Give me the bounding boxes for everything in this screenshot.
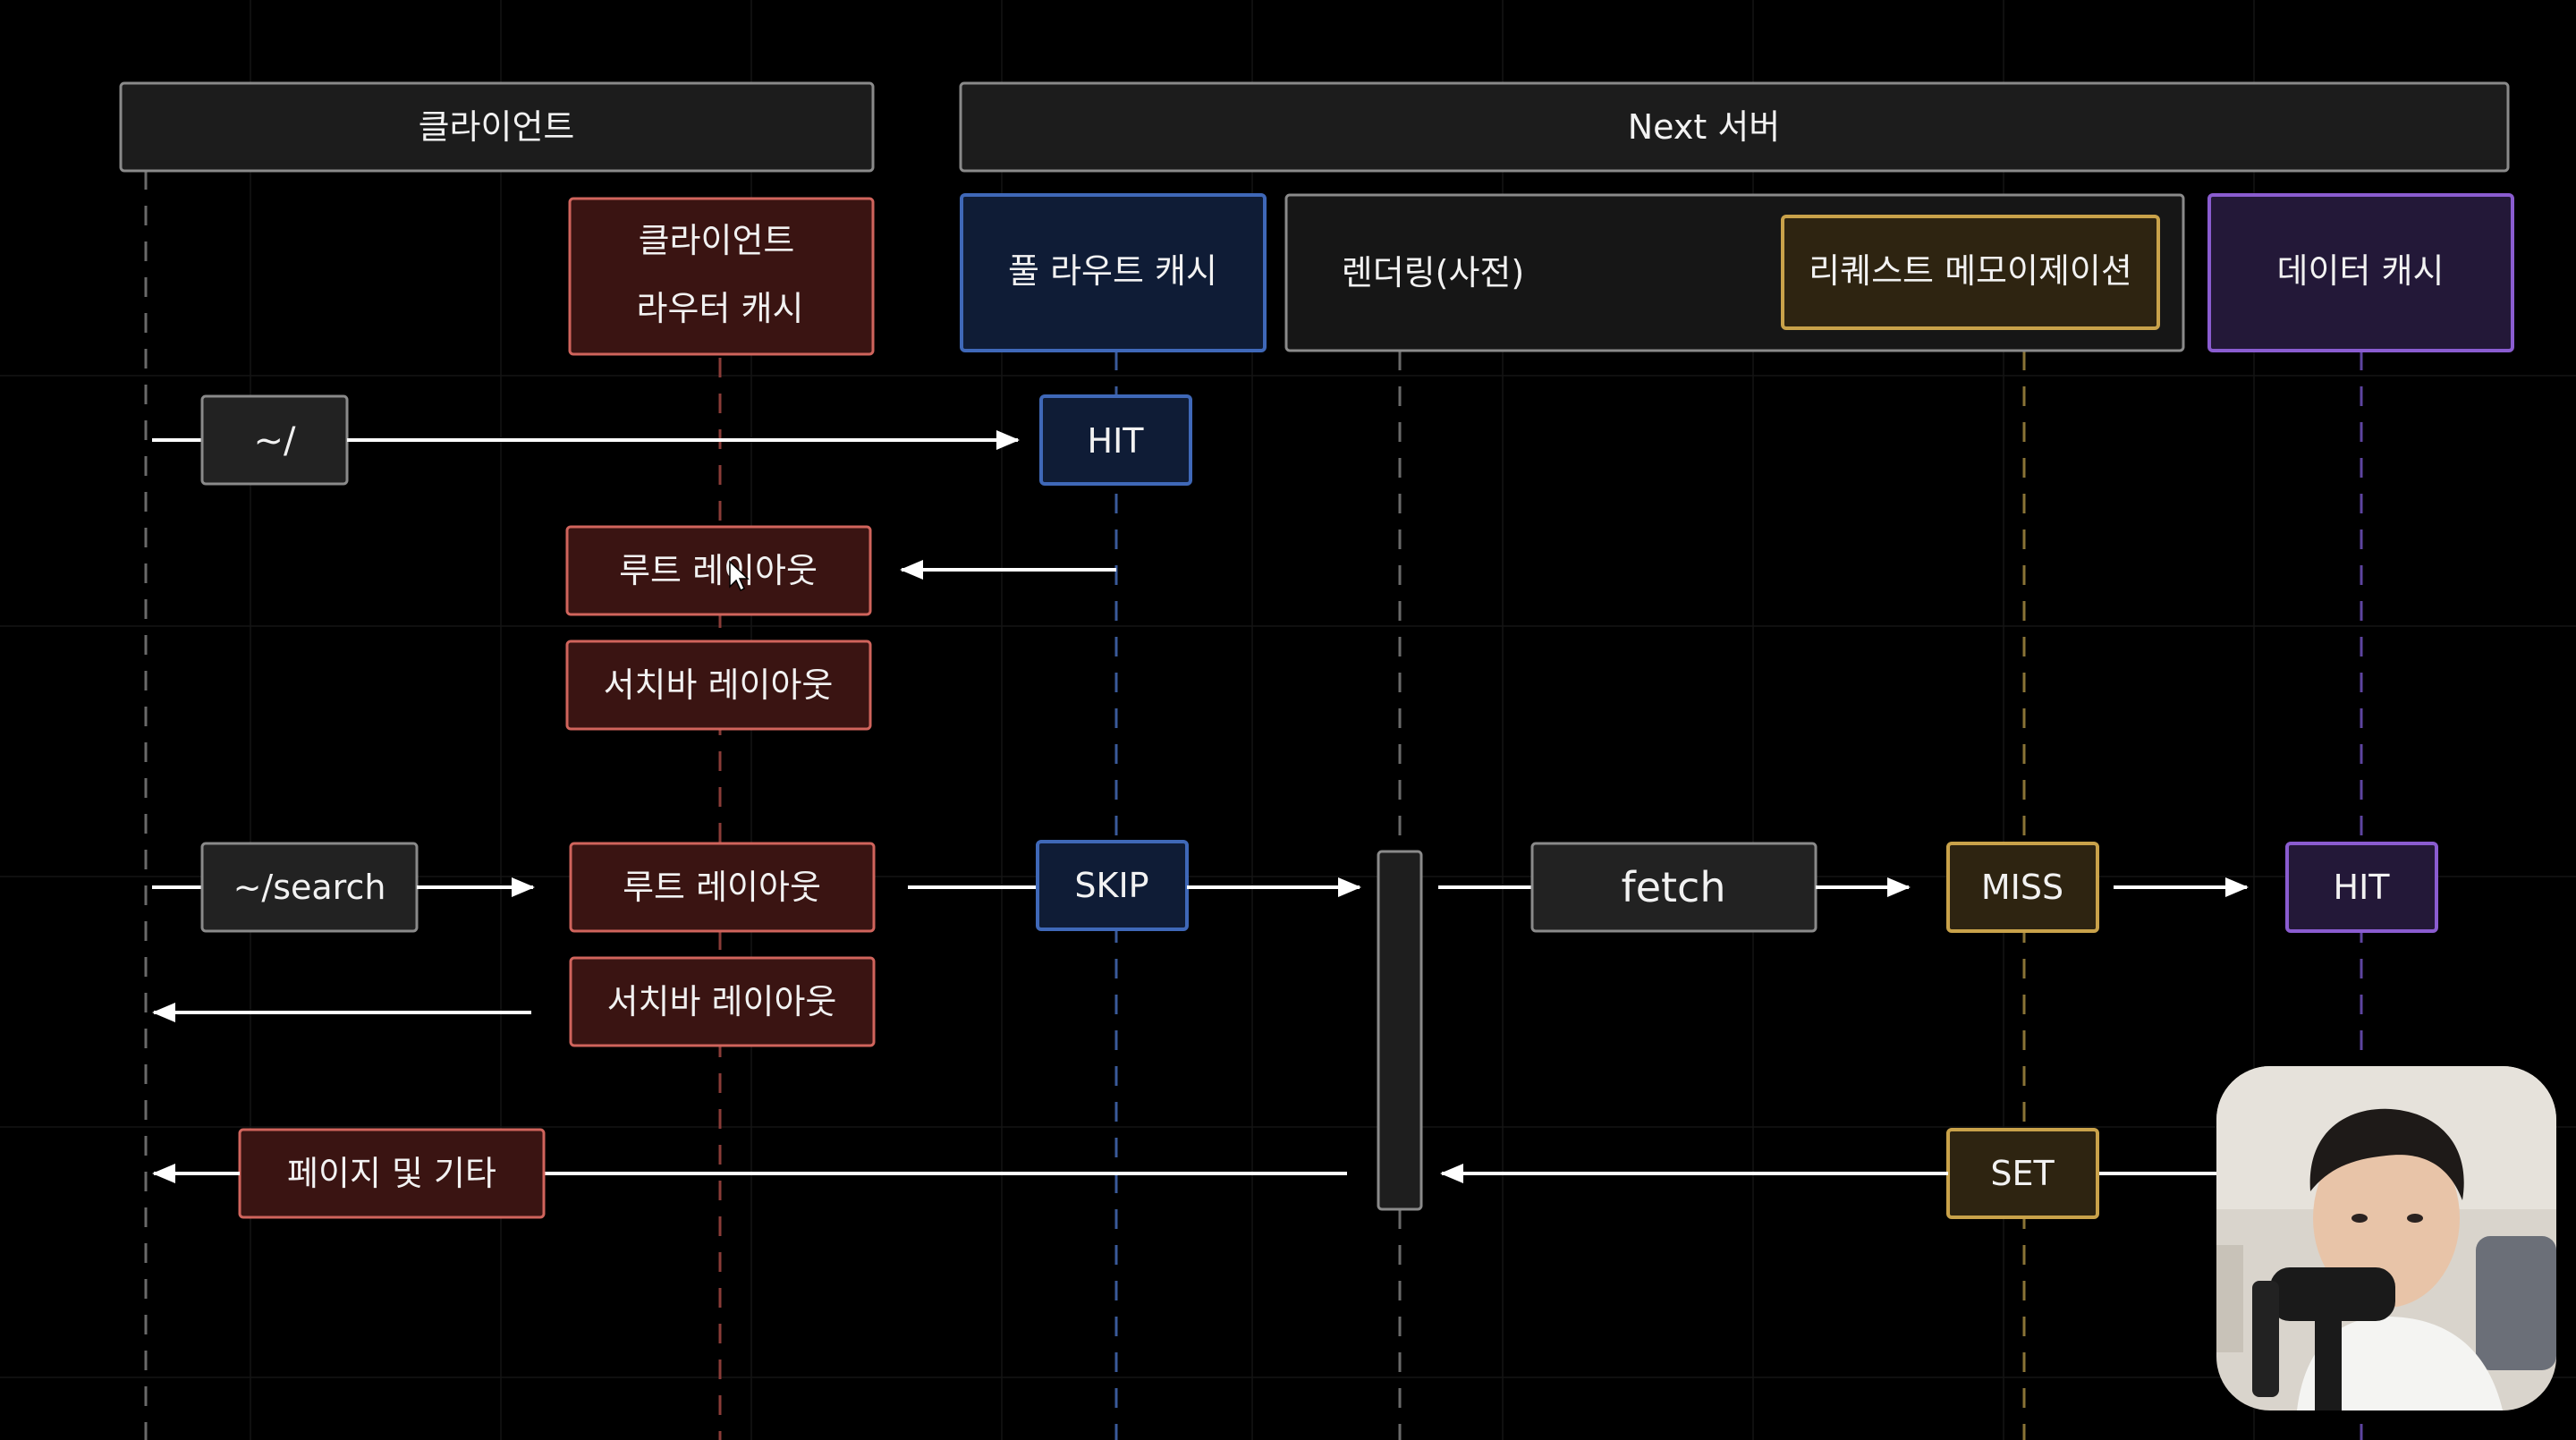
flow1-full-route-hit-box (1039, 394, 1192, 486)
flow2-data-cache-hit-box (2285, 842, 2438, 933)
flow1-searchbar-layout-box (565, 640, 872, 731)
request-memoization-label: 리퀘스트 메모이제이션 (1809, 251, 2132, 291)
full-route-cache-label: 풀 라우트 캐시 (1008, 251, 1217, 291)
flow2-fetch-label: fetch (1622, 863, 1726, 911)
flow2-skip-label: SKIP (1074, 866, 1148, 905)
rendering-label: 렌더링(사전) (1342, 253, 1524, 292)
rendering-activation-bar (1377, 850, 1423, 1211)
flow2-searchbar-layout-box (569, 956, 876, 1047)
flow2-miss-label: MISS (1981, 868, 2063, 907)
flow2-set-label: SET (1990, 1154, 2055, 1193)
full-route-cache-box: 풀 라우트 캐시 (960, 193, 1267, 352)
flow2-page-etc-label: 페이지 및 기타 (287, 1154, 496, 1193)
flow1: ~/ HIT 루트 레이아웃 서치바 레이아웃 (152, 394, 1192, 731)
lifelines (144, 170, 2363, 1440)
flow2-root-layout-box (569, 842, 876, 933)
request-memoization-box: 리퀘스트 메모이제이션 (1781, 215, 2160, 330)
flow2: ~/search 루트 레이아웃 서치바 레이아웃 SKIP fetch MIS… (152, 840, 2438, 1219)
flow2-searchbar-layout-label: 서치바 레이아웃 (607, 982, 837, 1021)
server-header-label: Next 서버 (1628, 107, 1781, 147)
cursor-icon (729, 560, 750, 592)
data-cache-box: 데이터 캐시 (2207, 193, 2514, 352)
client-router-cache-label-1: 클라이언트 (639, 221, 795, 260)
flow1-full-route-hit-label: HIT (1088, 421, 1145, 461)
client-header: 클라이언트 (119, 81, 875, 173)
flow1-root-layout-box (565, 525, 872, 616)
server-header: Next 서버 (959, 81, 2510, 173)
flow1-route-label: ~/ (254, 420, 297, 462)
flow1-searchbar-layout-label: 서치바 레이아웃 (604, 665, 834, 705)
client-router-cache-box: 클라이언트 라우터 캐시 (568, 197, 875, 356)
presenter-webcam (2216, 1066, 2556, 1410)
data-cache-label: 데이터 캐시 (2277, 251, 2445, 291)
flow1-root-layout-label: 루트 레이아웃 (619, 551, 818, 590)
flow2-data-cache-hit-label: HIT (2334, 868, 2391, 907)
flow2-root-layout-label: 루트 레이아웃 (623, 868, 821, 907)
flow2-route-label: ~/search (233, 868, 386, 907)
client-header-label: 클라이언트 (419, 107, 575, 147)
flow2-miss-box (1946, 842, 2099, 933)
client-router-cache-label-2: 라우터 캐시 (637, 289, 804, 328)
